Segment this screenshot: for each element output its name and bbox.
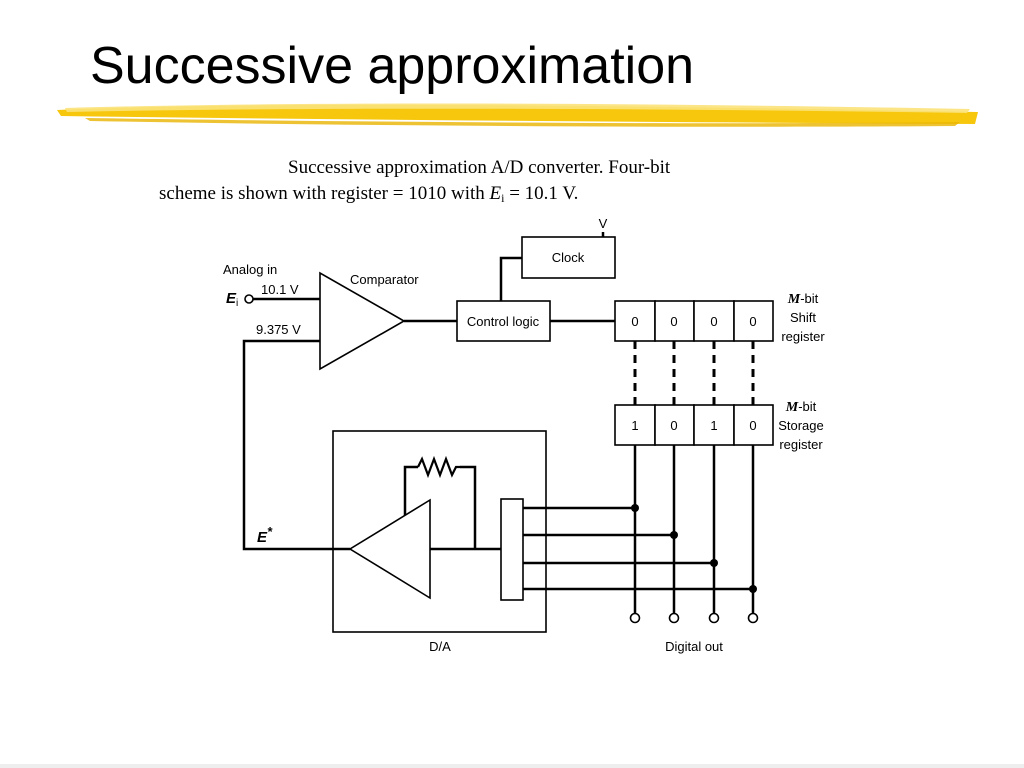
shift-cell-4 [733,300,774,342]
e-star-label: E* [257,524,273,546]
e-star-sup: * [267,524,273,539]
junction-dot-4 [749,585,757,593]
junction-dot-2 [670,531,678,539]
comparator-label: Comparator [350,272,419,287]
shift-bit-4: 0 [749,314,756,329]
input-terminal [244,294,254,304]
junction-dot-3 [710,559,718,567]
control-logic-label: Control logic [467,314,540,329]
digital-out-terminal-2 [668,612,680,624]
clock-label: Clock [552,250,585,265]
da-label: D/A [429,639,451,654]
resistor-icon [417,455,460,479]
storage-bit-3: 1 [710,418,717,433]
storage-cell-4 [733,404,774,446]
title-highlight-stroke [57,103,978,127]
storage-cell-2 [654,404,695,446]
comparator-triangle [319,271,406,371]
shift-register-bit: -bit [800,291,818,306]
storage-bit-1: 1 [631,418,638,433]
control-logic-box [456,300,551,342]
storage-register-label-1: M-bit [785,399,817,415]
storage-register-bit: -bit [798,399,816,414]
da-feedback-wire [403,465,418,530]
footer-divider [0,764,1024,768]
junction-dot-1 [631,504,639,512]
slide-title: Successive approximation [90,37,695,95]
storage-register-label-2: Storage [778,418,824,433]
highlight-stroke-dark [85,118,960,127]
da-input-latch [500,498,524,601]
caption-var-sub: i [501,191,505,205]
caption-line-2-prefix: scheme is shown with register = 1010 wit… [159,183,490,204]
shift-bit-1: 0 [631,314,638,329]
clock-box [521,236,616,279]
feedback-wire [242,339,350,551]
digital-out-terminal-4 [747,612,759,624]
analog-in-label: Analog in [223,262,277,277]
supply-label: V [599,216,608,231]
digital-out-terminal-1 [629,612,641,624]
da-amplifier-triangle [348,498,431,600]
ei-sub: i [236,298,238,309]
highlight-stroke-light [65,103,970,113]
storage-register-label-3: register [779,437,823,452]
caption-line-1: Successive approximation A/D converter. … [288,157,671,178]
digital-out-terminal-3 [708,612,720,624]
storage-register-m: M [785,400,799,415]
clock-wire [499,256,522,301]
caption-line-2-suffix: = 10.1 V. [504,183,579,204]
digital-out-label: Digital out [665,639,723,654]
storage-bit-4: 0 [749,418,756,433]
storage-bit-2: 0 [670,418,677,433]
input-voltage-label: 10.1 V [261,282,299,297]
caption-line-2: scheme is shown with register = 1010 wit… [150,181,790,211]
figure-caption: Successive approximation A/D converter. … [150,155,790,211]
shift-bit-2: 0 [670,314,677,329]
e-star-var: E [257,529,268,546]
ei-var: E [226,290,237,307]
da-feedback-wire-right [460,465,477,549]
feedback-voltage-label: 9.375 V [256,322,301,337]
shift-bit-3: 0 [710,314,717,329]
shift-register-m: M [787,292,801,307]
caption-var: E [489,183,502,204]
da-converter-box [332,430,547,633]
shift-register-label-2: Shift [790,310,816,325]
shift-register-label-1: M-bit [787,291,819,307]
ei-label: Ei [226,290,238,309]
shift-register-label-3: register [781,329,825,344]
